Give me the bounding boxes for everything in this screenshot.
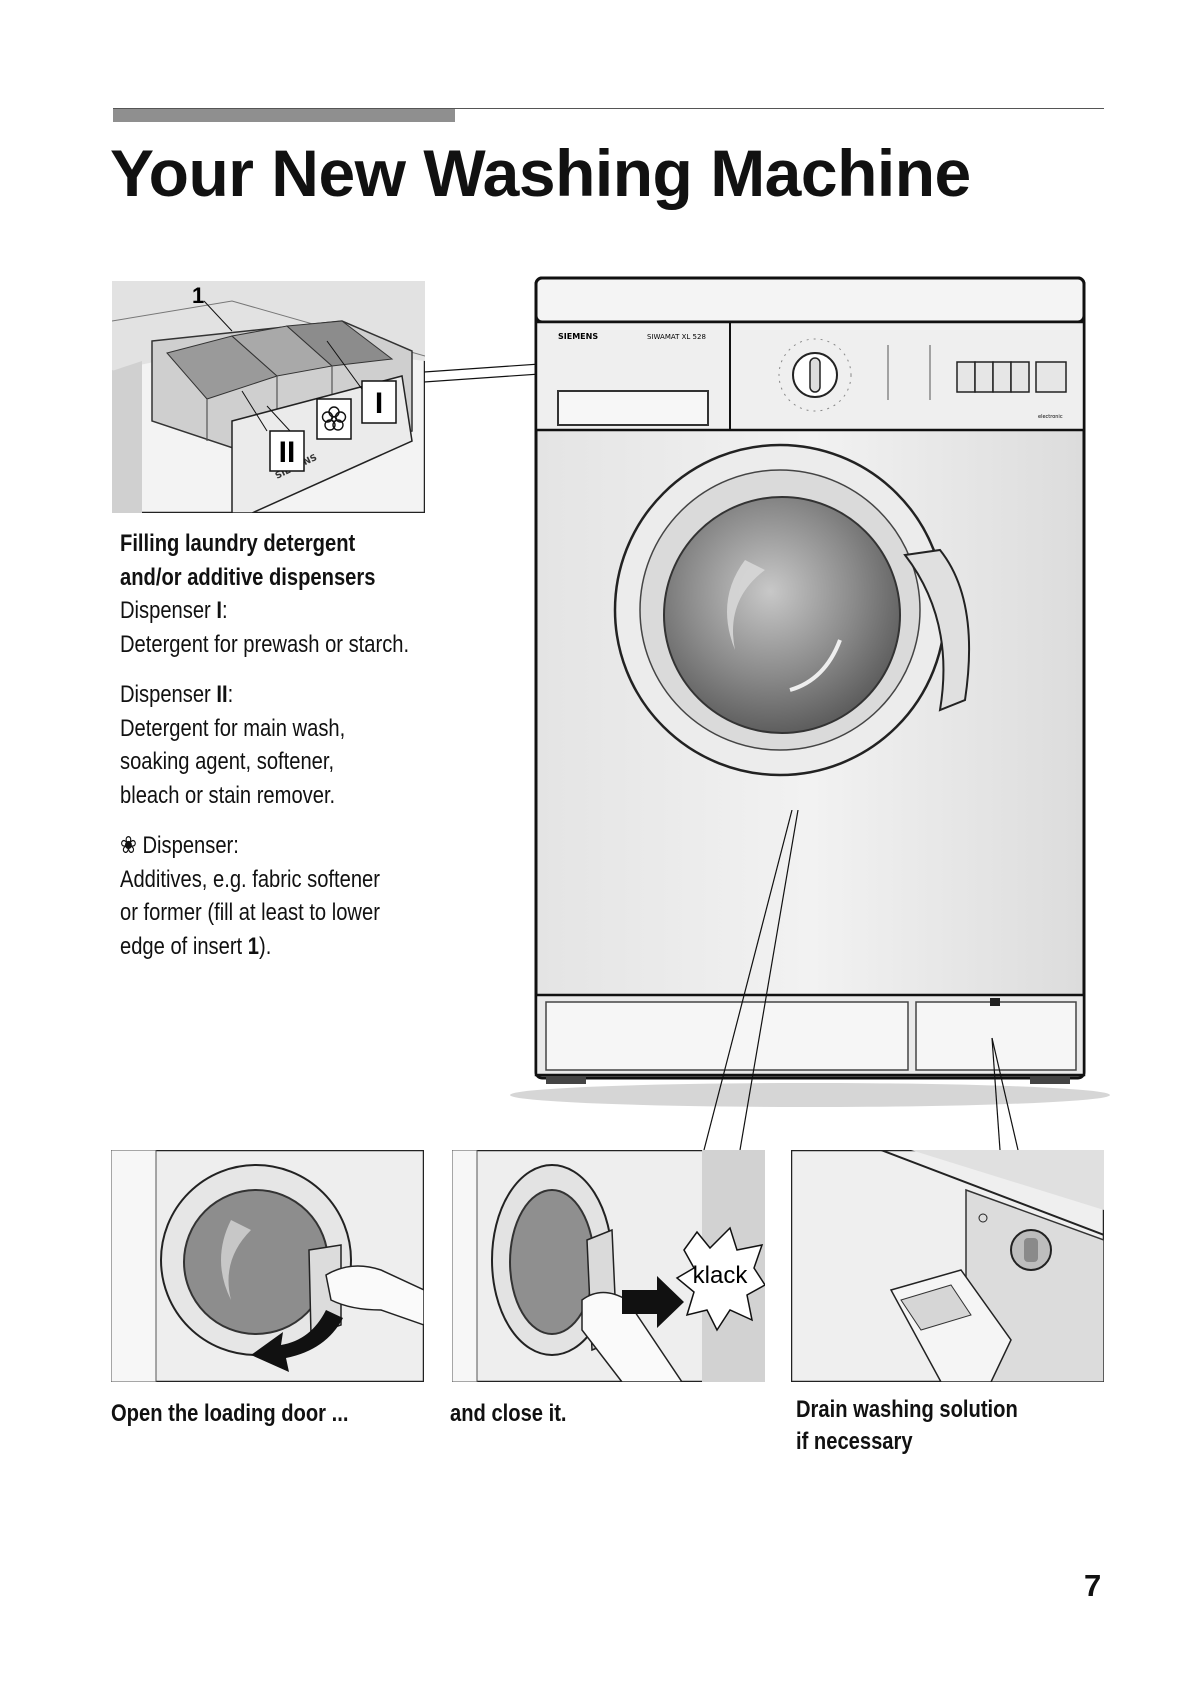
label-dispenser-i: I — [375, 387, 383, 420]
flower-icon — [321, 406, 347, 431]
arrow-icon — [251, 1310, 343, 1372]
dispenser-i-desc: Detergent for prewash or starch. — [120, 630, 410, 658]
caption-drain: Drain washing solution if necessary — [796, 1394, 1018, 1458]
machine-model: SIWAMAT XL 528 — [647, 333, 706, 341]
arrow-icon — [622, 1276, 684, 1328]
instructions-heading-line2: and/or additive dispensers — [120, 563, 376, 591]
washing-machine-illustration: SIEMENS SIWAMAT XL 528 electronic — [510, 270, 1110, 1110]
dispenser-ii-desc-2: soaking agent, softener, — [120, 748, 335, 775]
dispenser-ii-desc-3: bleach or stain remover. — [120, 781, 336, 809]
caption-drain-line2: if necessary — [796, 1428, 913, 1455]
machine-brand: SIEMENS — [558, 332, 598, 341]
close-door-illustration: klack — [452, 1150, 765, 1382]
flower-dispenser-desc-3: edge of insert 1). — [120, 932, 272, 960]
dispenser-ii-label: Dispenser II: — [120, 681, 234, 708]
page-number: 7 — [1084, 1568, 1102, 1603]
dispenser-instructions: Filling laundry detergent and/or additiv… — [120, 527, 473, 963]
header-rule — [113, 108, 1104, 109]
flower-icon: ❀ — [120, 832, 137, 859]
hand-icon — [581, 1291, 683, 1382]
caption-drain-line1: Drain washing solution — [796, 1396, 1018, 1423]
flower-dispenser-desc-2: or former (fill at least to lower — [120, 899, 380, 926]
hand-icon — [325, 1265, 424, 1326]
header-accent-bar — [113, 109, 455, 122]
page-title: Your New Washing Machine — [110, 136, 971, 210]
klack-sound-label: klack — [693, 1262, 749, 1289]
door-connector-lines — [700, 810, 1030, 1160]
flower-dispenser-desc-1: Additives, e.g. fabric softener — [120, 865, 380, 893]
dispenser-i-label: Dispenser I: — [120, 597, 228, 624]
drain-illustration — [791, 1150, 1104, 1382]
caption-close-door: and close it. — [450, 1400, 567, 1427]
caption-open-door: Open the loading door ... — [111, 1400, 349, 1427]
dispenser-drawer-illustration: SIEMENS 528 II I 1 — [112, 281, 425, 513]
label-dispenser-ii: II — [279, 436, 296, 469]
dispenser-ii-desc-1: Detergent for main wash, — [120, 714, 346, 742]
open-door-illustration — [111, 1150, 424, 1382]
instructions-heading-line1: Filling laundry detergent — [120, 530, 356, 557]
machine-badge: electronic — [1038, 414, 1063, 420]
callout-insert-1: 1 — [192, 283, 204, 308]
flower-dispenser-label: ❀ Dispenser: — [120, 832, 239, 859]
